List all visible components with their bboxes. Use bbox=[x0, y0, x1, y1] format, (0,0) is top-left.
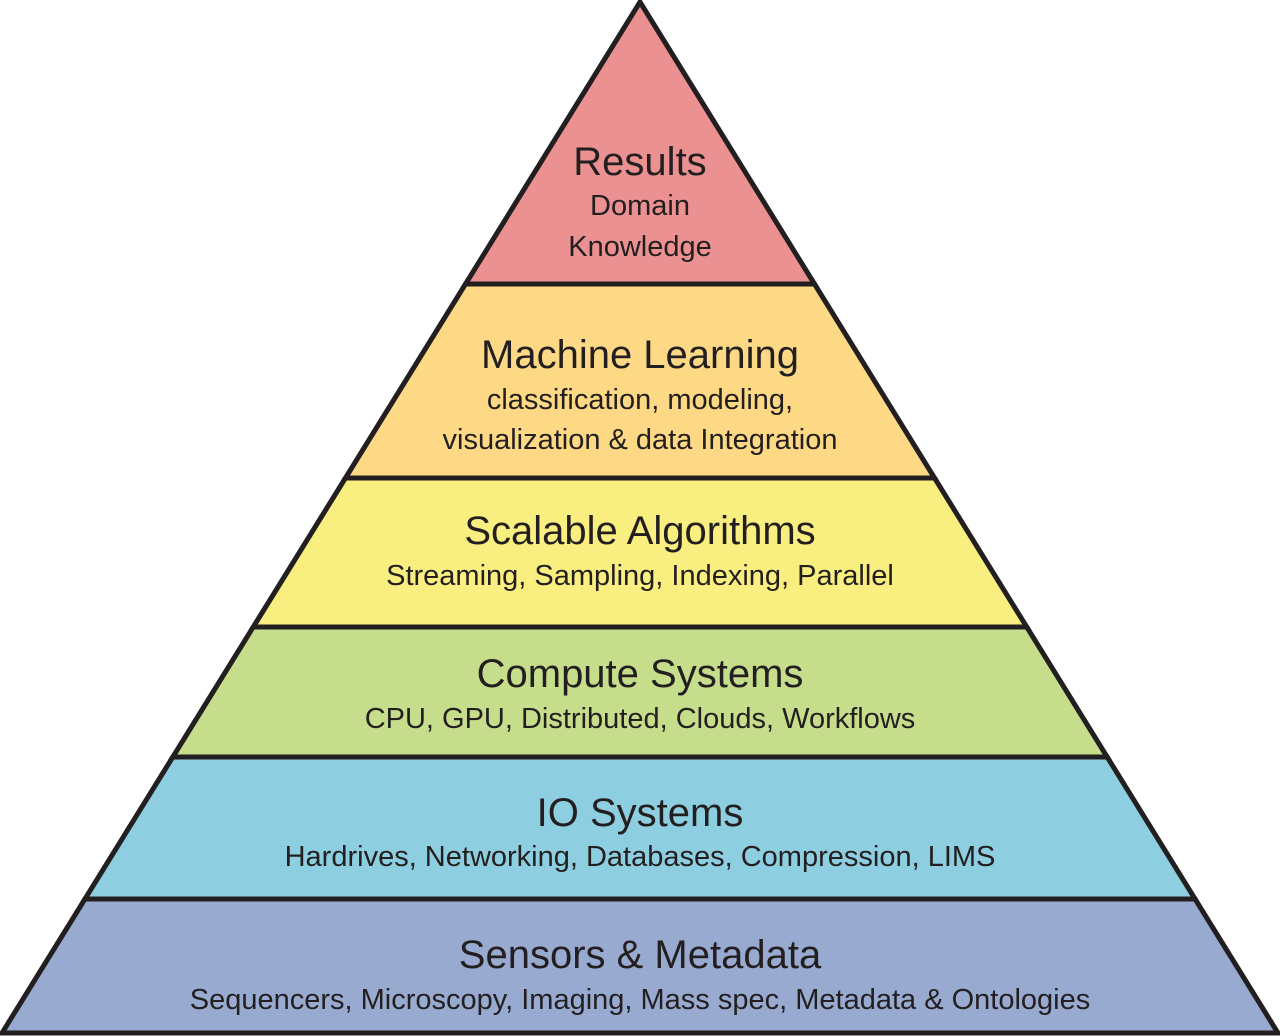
layer-title-scalable-algorithms: Scalable Algorithms bbox=[464, 509, 815, 553]
layer-title-results: Results bbox=[573, 140, 706, 184]
layer-subtitle-results-1: Domain bbox=[590, 190, 690, 222]
layer-subtitle-machine-learning-1: classification, modeling, bbox=[487, 384, 793, 416]
layer-title-sensors-metadata: Sensors & Metadata bbox=[459, 933, 822, 977]
layer-subtitle-machine-learning-2: visualization & data Integration bbox=[443, 424, 838, 456]
layer-shape-sensors-metadata bbox=[0, 896, 1280, 1036]
layer-subtitle-compute-systems-1: CPU, GPU, Distributed, Clouds, Workflows bbox=[365, 703, 916, 735]
layer-subtitle-results-2: Knowledge bbox=[568, 231, 712, 263]
layer-subtitle-sensors-metadata-1: Sequencers, Microscopy, Imaging, Mass sp… bbox=[190, 984, 1091, 1016]
layer-title-io-systems: IO Systems bbox=[537, 791, 744, 835]
layer-subtitle-io-systems-1: Hardrives, Networking, Databases, Compre… bbox=[285, 841, 996, 873]
layer-title-compute-systems: Compute Systems bbox=[477, 652, 804, 696]
layer-title-machine-learning: Machine Learning bbox=[481, 333, 799, 377]
layer-subtitle-scalable-algorithms-1: Streaming, Sampling, Indexing, Parallel bbox=[386, 560, 894, 592]
layer-machine-learning: Machine Learning classification, modeling… bbox=[340, 281, 940, 481]
